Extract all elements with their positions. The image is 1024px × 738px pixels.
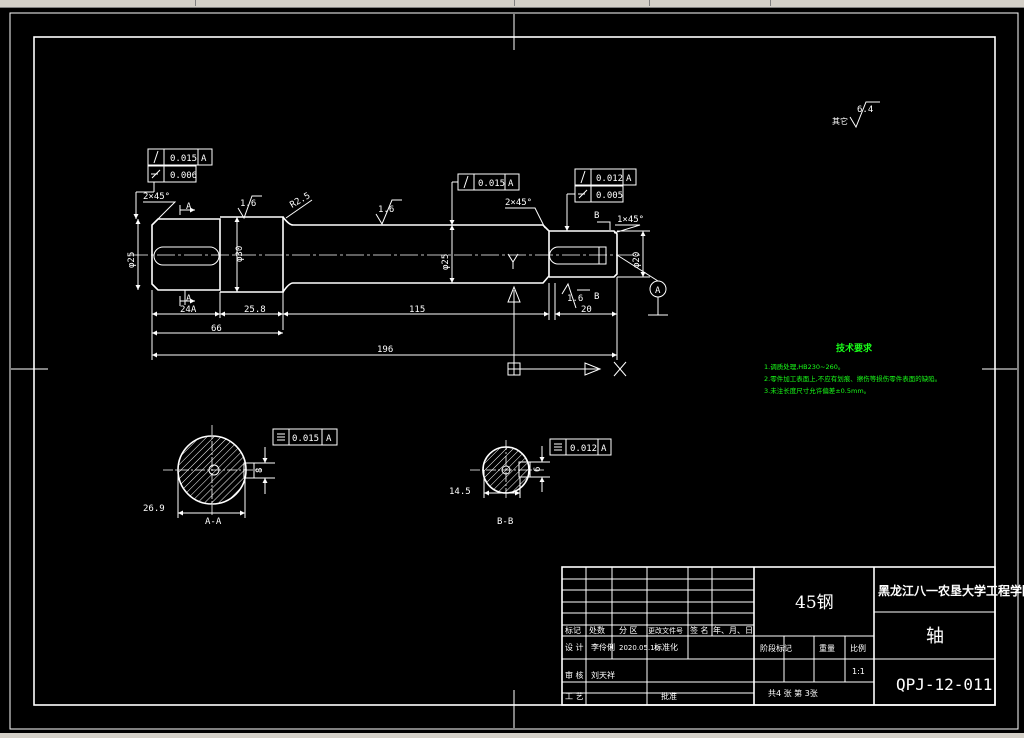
dia-left: φ25 bbox=[127, 252, 137, 268]
tol-mid-runout: 0.015 bbox=[478, 179, 505, 189]
scale-label: 比例 bbox=[850, 643, 866, 653]
design-date: 2020.05.10 bbox=[619, 644, 659, 652]
toolbar-segment[interactable] bbox=[515, 0, 650, 6]
weight-label: 重量 bbox=[819, 643, 835, 653]
dim-20: 20 bbox=[581, 305, 592, 315]
roughness-1: 1.6 bbox=[240, 199, 256, 209]
tech-req-title: 技术要求 bbox=[836, 342, 873, 354]
section-mark-a-bottom: A bbox=[186, 294, 192, 304]
sec-a-depth: 26.9 bbox=[143, 504, 165, 514]
section-mark-a-top: A bbox=[186, 202, 192, 212]
section-b-b bbox=[470, 438, 612, 500]
sec-b-depth: 14.5 bbox=[449, 487, 471, 497]
chamfer-mid: 2×45° bbox=[505, 198, 532, 208]
checker-name: 刘天祥 bbox=[591, 670, 615, 680]
sec-a-sym-ref: A bbox=[326, 434, 332, 444]
dim-66: 66 bbox=[211, 324, 222, 334]
design-label: 设 计 bbox=[565, 642, 584, 652]
chamfer-right: 1×45° bbox=[617, 215, 644, 225]
designer-name: 李伶俐 bbox=[591, 642, 615, 652]
datum-label: A bbox=[655, 286, 661, 296]
dia-right: φ20 bbox=[632, 252, 642, 268]
school-name: 黑龙江八一农垦大学工程学院 bbox=[878, 583, 1024, 598]
chamfer-leaders bbox=[143, 201, 641, 234]
tech-req-item: 2.零件加工表面上,不应有划痕、擦伤等损伤零件表面的缺陷。 bbox=[764, 374, 941, 383]
stage-label: 阶段标记 bbox=[760, 643, 792, 653]
tol-right-runout: 0.012 bbox=[596, 174, 623, 184]
tol-right-ref: A bbox=[626, 174, 632, 184]
centering-marks bbox=[11, 14, 1017, 728]
section-mark-b-bottom: B bbox=[594, 292, 599, 302]
section-mark-b-top: B bbox=[594, 211, 599, 221]
dia-30: φ30 bbox=[235, 246, 245, 262]
ucs-icon bbox=[507, 285, 627, 377]
roughness-3: 1.6 bbox=[567, 294, 583, 304]
process-label: 工 艺 bbox=[565, 692, 584, 701]
check-label: 审 核 bbox=[565, 670, 584, 680]
material: 45钢 bbox=[795, 593, 834, 613]
tech-req-item: 3.未注长度尺寸允许偏差±0.5mm。 bbox=[764, 386, 870, 395]
title-block-grid bbox=[561, 566, 996, 706]
rev-header: 年、月、日 bbox=[713, 625, 753, 635]
tolerance-frame-mid bbox=[449, 173, 520, 225]
dimension-lines bbox=[135, 205, 650, 360]
roughness-other-label: 其它 bbox=[832, 116, 848, 126]
roughness-symbols bbox=[237, 101, 880, 309]
sec-a-width: 8 bbox=[255, 468, 265, 473]
rev-header: 标记 bbox=[565, 625, 581, 635]
standardize-label: 标准化 bbox=[654, 642, 678, 652]
tolerance-frame-right bbox=[564, 168, 637, 231]
sec-b-sym-value: 0.012 bbox=[570, 444, 597, 454]
dim-115: 115 bbox=[409, 305, 425, 315]
roughness-other-value: 6.4 bbox=[857, 105, 873, 115]
rev-header: 分 区 bbox=[619, 626, 638, 635]
sec-b-sym-ref: A bbox=[601, 444, 607, 454]
tol-left-runout: 0.015 bbox=[170, 154, 197, 164]
toolbar-strip bbox=[0, 0, 1024, 8]
dim-25-8: 25.8 bbox=[244, 305, 266, 315]
tol-mid-ref: A bbox=[508, 179, 514, 189]
tol-left-cyl: 0.006 bbox=[170, 171, 197, 181]
radius-leader bbox=[285, 199, 313, 219]
datum-symbol bbox=[616, 254, 668, 316]
chamfer-left: 2×45° bbox=[143, 192, 170, 202]
tech-req-item: 1.调质处理,HB230~260。 bbox=[764, 362, 844, 371]
section-a-a bbox=[163, 425, 338, 518]
sheet-outer-border bbox=[9, 12, 1019, 730]
dim-196: 196 bbox=[377, 345, 393, 355]
rev-header: 签 名 bbox=[690, 625, 709, 635]
approve-label: 批准 bbox=[661, 691, 677, 701]
sec-a-sym-value: 0.015 bbox=[292, 434, 319, 444]
rev-header: 更改文件号 bbox=[648, 626, 683, 635]
drawing-number: QPJ-12-011 bbox=[896, 675, 992, 694]
scale-value: 1:1 bbox=[852, 667, 865, 676]
sec-a-label: A-A bbox=[205, 517, 222, 527]
sheets-text: 共4 张 第 3张 bbox=[768, 688, 818, 698]
toolbar-segment[interactable] bbox=[196, 0, 515, 6]
tolerance-frame-left bbox=[133, 148, 213, 219]
shaft-outline bbox=[130, 216, 640, 293]
roughness-2: 1.6 bbox=[378, 205, 394, 215]
sec-b-width: 6 bbox=[533, 467, 543, 472]
tol-right-cyl: 0.005 bbox=[596, 191, 623, 201]
rev-header: 处数 bbox=[589, 625, 605, 635]
toolbar-segment[interactable] bbox=[0, 0, 196, 6]
tol-left-ref: A bbox=[201, 154, 207, 164]
dim-24a: 24A bbox=[180, 305, 197, 315]
sec-b-label: B-B bbox=[497, 517, 513, 527]
dia-mid: φ25 bbox=[441, 254, 451, 270]
status-strip bbox=[0, 733, 1024, 738]
toolbar-segment[interactable] bbox=[650, 0, 771, 6]
part-name: 轴 bbox=[926, 626, 944, 647]
